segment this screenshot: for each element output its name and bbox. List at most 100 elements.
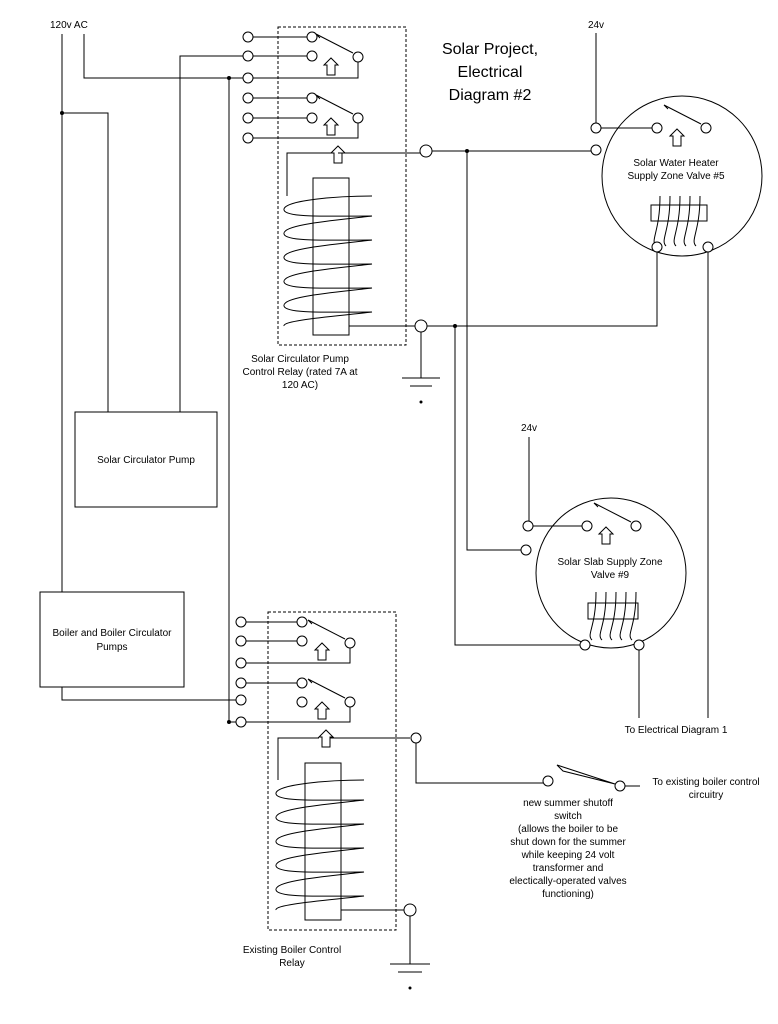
pump-relay-coil-arrow bbox=[329, 145, 347, 164]
valve5-coil-terminal bbox=[702, 241, 714, 253]
boiler-relay-contact-wires bbox=[246, 682, 351, 723]
pump-relay-pivot bbox=[352, 51, 364, 63]
v24-top-label: 24v bbox=[588, 20, 604, 31]
pump-relay-label-2: Control Relay (rated 7A at bbox=[242, 367, 357, 378]
boiler-label-2: Pumps bbox=[96, 642, 127, 653]
valve5-control-terminal bbox=[590, 144, 602, 156]
boiler-box bbox=[39, 591, 185, 688]
shutoff-switch-contact bbox=[542, 775, 554, 787]
shutoff-label-1: new summer shutoff bbox=[523, 798, 613, 809]
boiler-relay-coil-core bbox=[304, 762, 342, 921]
boiler-control-relay: Existing Boiler Control Relay bbox=[235, 611, 410, 969]
pump-relay-switch-blade bbox=[315, 94, 354, 115]
shutoff-label-8: functioning) bbox=[542, 889, 594, 900]
shutoff-switch-wire bbox=[415, 743, 543, 784]
valve9-switch-blade bbox=[593, 502, 632, 523]
boiler-feed-wire bbox=[61, 687, 236, 701]
pump-feed-wire bbox=[179, 55, 248, 412]
pump-relay-terminal bbox=[242, 132, 254, 144]
boiler-relay-coil-arrow bbox=[317, 729, 335, 748]
boiler-relay-terminal bbox=[235, 635, 247, 647]
boiler-relay-actuator-arrow bbox=[313, 642, 331, 661]
valve9-label-1: Solar Slab Supply Zone bbox=[557, 557, 663, 568]
boiler-relay-terminal bbox=[235, 694, 247, 706]
pump-relay-contact bbox=[306, 31, 318, 43]
boiler-relay-pivot bbox=[344, 637, 356, 649]
summer-shutoff-circuit: To existing boiler control circuitry new… bbox=[390, 732, 760, 990]
boiler-relay-terminal bbox=[235, 657, 247, 669]
valve9-coil-terminal bbox=[633, 639, 645, 651]
valve5-contact bbox=[651, 122, 663, 134]
valve9-coil-winding bbox=[589, 591, 637, 641]
existing-control-label-1: To existing boiler control bbox=[652, 777, 759, 788]
pump-relay-pivot bbox=[352, 112, 364, 124]
title-line-1: Solar Project, bbox=[442, 41, 538, 58]
ac-hot-wire bbox=[83, 34, 248, 79]
boiler-relay-switch-blade bbox=[307, 619, 346, 640]
existing-control-label-2: circuitry bbox=[689, 790, 723, 801]
ground-terminal bbox=[414, 319, 428, 333]
boiler-relay-contact bbox=[296, 677, 308, 689]
boiler-ground-symbol bbox=[390, 916, 430, 973]
valve-return-wire bbox=[427, 252, 658, 327]
boiler-ground-terminal bbox=[403, 903, 417, 917]
ac-source-label: 120v AC bbox=[50, 20, 88, 31]
pump-relay-contact-wires bbox=[253, 36, 359, 79]
solar-pump-relay: Solar Circulator Pump Control Relay (rat… bbox=[242, 26, 415, 391]
pump-relay-actuator-arrow bbox=[322, 117, 340, 136]
valve5-label-2: Supply Zone Valve #5 bbox=[627, 171, 725, 182]
valve9-actuator-arrow bbox=[597, 526, 615, 545]
valve9-contact bbox=[581, 520, 593, 532]
slab-zone-valve: 24v Solar Slab Supply Zone Valve #9 To E… bbox=[520, 423, 728, 736]
boiler-relay-terminal bbox=[235, 677, 247, 689]
boiler-relay-coil-winding bbox=[275, 779, 365, 911]
slab-return-wire bbox=[454, 326, 580, 646]
pump-relay-terminal bbox=[242, 112, 254, 124]
pump-relay-label-1: Solar Circulator Pump bbox=[251, 354, 349, 365]
v24-mid-label: 24v bbox=[521, 423, 537, 434]
valve9-housing bbox=[535, 497, 687, 649]
pump-relay-contact-wires bbox=[253, 97, 359, 139]
valve9-coil-terminal bbox=[579, 639, 591, 651]
shutoff-label-3: (allows the boiler to be bbox=[518, 824, 618, 835]
shutoff-label-5: while keeping 24 volt bbox=[521, 850, 615, 861]
solar-pump-label: Solar Circulator Pump bbox=[97, 455, 195, 466]
pump-relay-terminal bbox=[242, 50, 254, 62]
pump-relay-terminal bbox=[242, 92, 254, 104]
pump-relay-label-3: 120 AC) bbox=[282, 380, 318, 391]
valve9-label-2: Valve #9 bbox=[591, 570, 630, 581]
pump-relay-contact bbox=[306, 112, 318, 124]
pump-relay-coil-winding bbox=[283, 195, 373, 327]
pump-relay-coil-core bbox=[312, 177, 350, 336]
boiler-relay-actuator-arrow bbox=[313, 701, 331, 720]
solar-circulator-pump: Solar Circulator Pump bbox=[74, 411, 218, 508]
boiler-relay-contact bbox=[296, 616, 308, 628]
shutoff-label-7: electically-operated valves bbox=[509, 876, 626, 887]
boiler-relay-enclosure bbox=[267, 611, 397, 931]
boiler-relay-label-2: Relay bbox=[279, 958, 305, 969]
diagram-title: Solar Project, Electrical Diagram #2 bbox=[442, 41, 538, 104]
ac-junction-dot bbox=[60, 111, 64, 115]
boiler-relay-coil-feed bbox=[277, 737, 319, 780]
pump-relay-terminal bbox=[242, 31, 254, 43]
boiler-relay-contact bbox=[296, 635, 308, 647]
valve9-24v-terminal bbox=[522, 520, 534, 532]
shutoff-switch-pivot bbox=[614, 780, 626, 792]
ground-symbol bbox=[402, 332, 440, 387]
boiler-relay-pivot bbox=[344, 696, 356, 708]
to-diagram1-label: To Electrical Diagram 1 bbox=[625, 725, 728, 736]
valve9-control-terminal bbox=[520, 544, 532, 556]
title-line-3: Diagram #2 bbox=[449, 87, 532, 104]
boiler-ground-dot bbox=[408, 986, 412, 990]
pump-relay-contact bbox=[306, 92, 318, 104]
boiler-relay-switch-blade bbox=[307, 678, 346, 699]
boiler-control-terminal bbox=[410, 732, 422, 744]
valve5-switch-blade bbox=[663, 104, 702, 125]
boiler-relay-terminal bbox=[235, 716, 247, 728]
boiler-label-1: Boiler and Boiler Circulator bbox=[53, 628, 173, 639]
boiler-relay-label-1: Existing Boiler Control bbox=[243, 945, 341, 956]
control-terminal bbox=[419, 144, 433, 158]
shutoff-label-4: shut down for the summer bbox=[510, 837, 626, 848]
pump-relay-contact bbox=[306, 50, 318, 62]
